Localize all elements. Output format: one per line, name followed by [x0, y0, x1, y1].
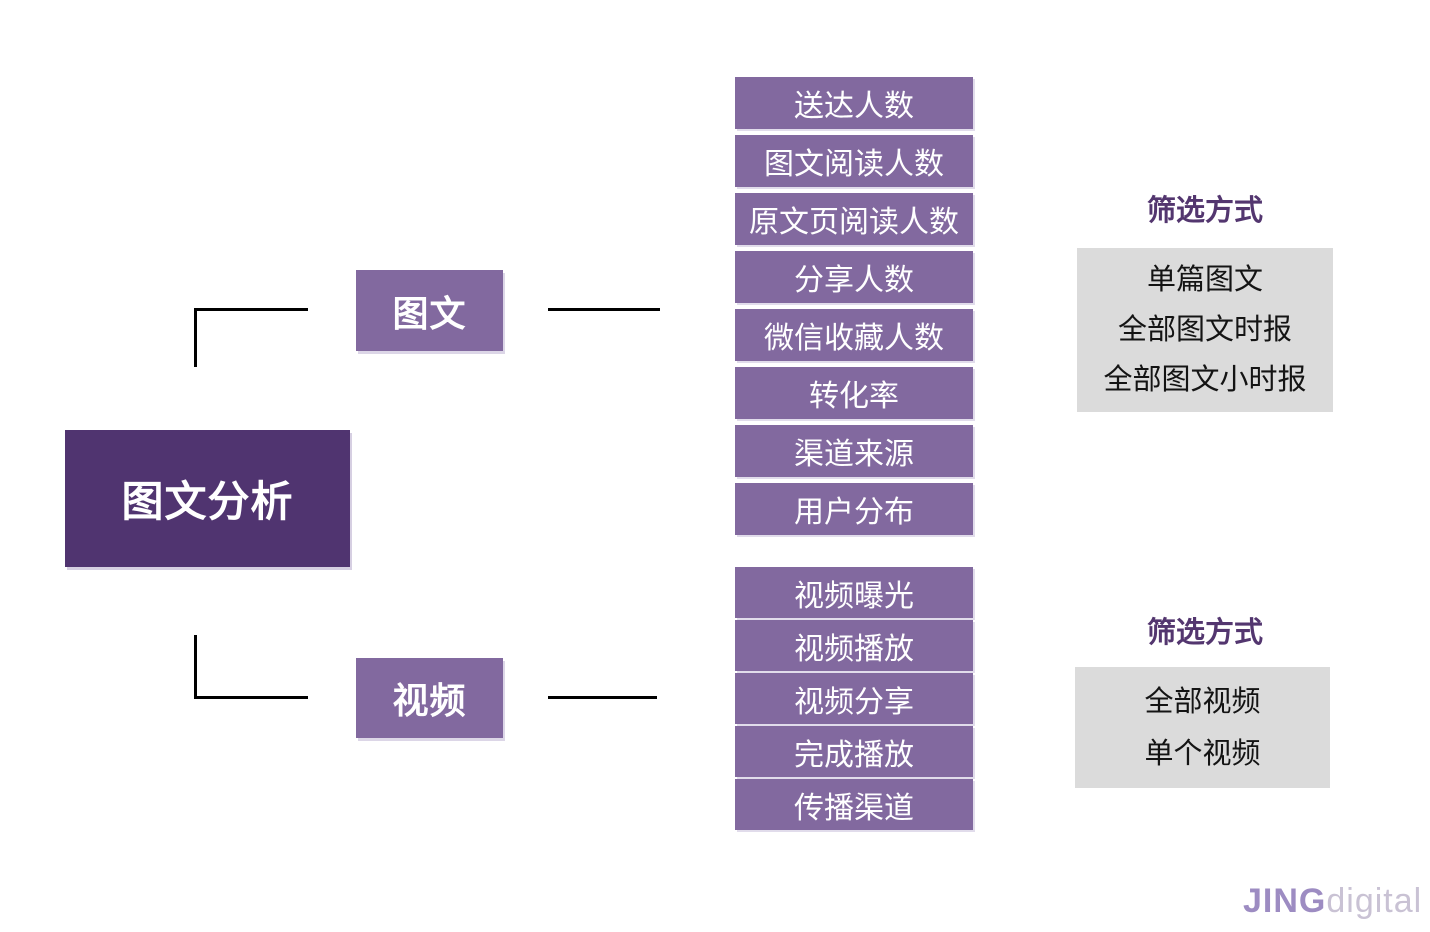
connector-line [548, 308, 660, 311]
connector-line [194, 696, 308, 699]
jingdigital-logo: JINGdigital [1243, 882, 1422, 921]
metric-bar: 微信收藏人数 [735, 309, 973, 361]
branch-node-video: 视频 [356, 658, 503, 738]
filter-heading-video: 筛选方式 [1146, 617, 1263, 649]
filter-options-article: 单篇图文 全部图文时报 全部图文小时报 [1077, 248, 1333, 412]
metric-bar: 用户分布 [735, 483, 973, 535]
metric-bar: 原文页阅读人数 [735, 193, 973, 245]
connector-line [194, 635, 197, 699]
metric-bar: 渠道来源 [735, 425, 973, 477]
filter-option: 全部视频 [1144, 685, 1261, 718]
filter-options-video: 全部视频 单个视频 [1075, 667, 1330, 788]
video-metrics-list: 视频曝光 视频播放 视频分享 完成播放 传播渠道 [735, 567, 973, 830]
metric-bar: 视频分享 [735, 673, 973, 724]
metric-bar: 分享人数 [735, 251, 973, 303]
root-node-article-analysis: 图文分析 [65, 430, 350, 567]
connector-line [194, 308, 197, 367]
filter-option: 单个视频 [1144, 737, 1261, 770]
connector-line [548, 696, 657, 699]
branch-node-article: 图文 [356, 270, 503, 351]
filter-option: 全部图文小时报 [1103, 364, 1307, 396]
metric-bar: 视频播放 [735, 620, 973, 671]
metric-bar: 转化率 [735, 367, 973, 419]
metric-bar: 视频曝光 [735, 567, 973, 618]
logo-digital-text: digital [1326, 882, 1423, 920]
connector-line [194, 308, 308, 311]
metric-bar: 送达人数 [735, 77, 973, 129]
metric-bar: 传播渠道 [735, 779, 973, 830]
metric-bar: 完成播放 [735, 726, 973, 777]
filter-option: 单篇图文 [1146, 264, 1263, 296]
filter-option: 全部图文时报 [1117, 314, 1292, 346]
logo-jing-text: JING [1243, 882, 1327, 920]
metric-bar: 图文阅读人数 [735, 135, 973, 187]
filter-heading-article: 筛选方式 [1146, 195, 1263, 227]
article-metrics-list: 送达人数 图文阅读人数 原文页阅读人数 分享人数 微信收藏人数 转化率 渠道来源… [735, 77, 973, 535]
